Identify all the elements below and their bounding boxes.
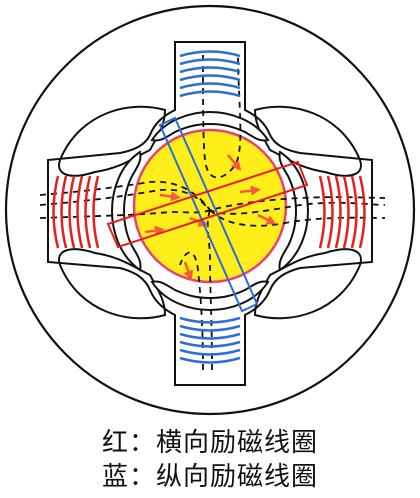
flux-arrow-3 (239, 185, 261, 196)
legend-horizontal-coil: 红：横向励磁线圈 (101, 428, 318, 458)
left-horizontal-coil (52, 175, 100, 249)
flux-arrows (144, 154, 277, 281)
stator-slot-bottom-right (253, 248, 362, 320)
flux-arrow-5 (144, 225, 165, 236)
bottom-vertical-coil (179, 316, 241, 364)
stator-outer-circle (4, 4, 416, 416)
flux-arrow-6 (257, 213, 277, 225)
legend-vertical-coil: 蓝：纵向励磁线圈 (101, 462, 318, 492)
flux-arrow-2 (159, 191, 181, 202)
horizontal-coil-loop (106, 160, 309, 249)
pole-shoe-top (150, 110, 270, 142)
right-horizontal-coil (318, 175, 366, 249)
stator-slot-bottom-left (58, 248, 167, 320)
top-vertical-coil (179, 50, 241, 98)
pole-shoe-left (110, 150, 142, 272)
flux-arrow-1 (227, 154, 242, 171)
pole-shoe-right (278, 150, 310, 272)
vertical-coil-loop (158, 116, 259, 313)
pole-shoe-bottom (150, 280, 270, 312)
stator-inner-outline (47, 41, 373, 386)
flux-arrow-7 (183, 261, 194, 281)
motor-cross-section-diagram (4, 4, 416, 416)
